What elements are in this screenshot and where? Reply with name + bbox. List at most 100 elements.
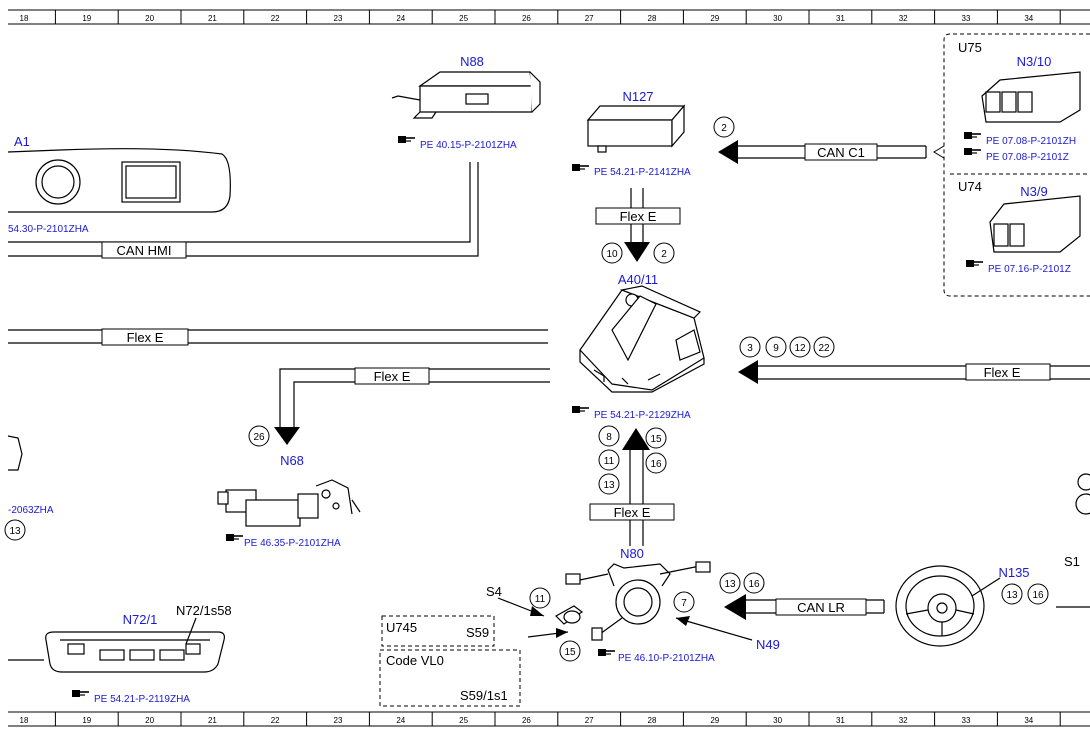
reference-hand-icon (398, 136, 415, 143)
n721-label: N72/1 (123, 612, 158, 627)
callout-number-c13a: 13 (603, 480, 615, 491)
ruler-number: 19 (82, 14, 91, 23)
callout-circle-c8 (598, 425, 620, 447)
a1-label: A1 (14, 134, 30, 149)
arrow-to-a4011-bottom (622, 428, 650, 450)
code-vl0-label: Code VL0 (386, 653, 444, 668)
ruler-number: 23 (334, 716, 343, 725)
ruler-number: 20 (145, 14, 154, 23)
s59-label: S59 (466, 625, 489, 640)
ruler-number: 33 (962, 716, 971, 725)
callout-number-c16a: 16 (650, 459, 662, 470)
flex-e-n80-harness (629, 448, 644, 546)
n127-label: N127 (622, 89, 653, 104)
ruler-number: 23 (334, 14, 343, 23)
ruler-number: 19 (82, 716, 91, 725)
n310-ecu (981, 71, 1081, 123)
s59-arrowhead (556, 628, 568, 638)
n88-ref: PE 40.15-P-2101ZHA (420, 140, 517, 151)
flex-e-n68-harness (279, 368, 550, 427)
reference-hand-icon (572, 164, 589, 171)
arrow-to-a4011-right (738, 360, 758, 384)
can-hmi-label: CAN HMI (117, 243, 172, 258)
ruler-number: 33 (962, 14, 971, 23)
reference-hand-icon (966, 260, 983, 267)
ruler-number: 22 (271, 716, 280, 725)
callout-number-c3: 3 (747, 343, 753, 354)
can-hmi-label-box (101, 241, 187, 259)
u745-label: U745 (386, 620, 417, 635)
callout-number-c22: 22 (818, 343, 830, 354)
group-bracket (933, 145, 945, 159)
flex-e-n127-label: Flex E (620, 209, 657, 224)
can-lr-label-box (775, 598, 867, 616)
ruler-number: 21 (208, 716, 217, 725)
a4011-module (579, 285, 705, 393)
callout-circle-c7 (673, 591, 695, 613)
n39-ecu (989, 195, 1081, 253)
n88-module (391, 71, 541, 119)
n80-label: N80 (620, 546, 644, 561)
can-c1-label: CAN C1 (817, 145, 865, 160)
n135-steering-wheel (895, 565, 985, 647)
u75-u74-group-outline (943, 33, 1090, 297)
ref-icons (72, 132, 983, 697)
n721-sub-label: N72/1s58 (176, 603, 232, 618)
arrow-to-n68 (274, 427, 300, 445)
callout-circle-c3 (739, 336, 761, 358)
callout-circle-c13b (719, 572, 741, 594)
a4011-label: A40/11 (618, 272, 658, 287)
a4011-ref: PE 54.21-P-2129ZHA (594, 410, 691, 421)
callout-circle-c9 (765, 336, 787, 358)
callout-number-c8: 8 (606, 432, 612, 443)
s4-arrowhead (530, 606, 544, 616)
ruler-number: 31 (836, 14, 845, 23)
callout-number-c2a: 2 (721, 123, 727, 134)
callout-circle-c13left (4, 519, 26, 541)
n39-ref: PE 07.16-P-2101Z (988, 264, 1071, 275)
arrow-to-n127 (718, 140, 738, 164)
callout-circle-c2b (653, 242, 675, 264)
ruler-number: 34 (1024, 716, 1033, 725)
callout-circle-c16b (743, 572, 765, 594)
n310-ref-2: PE 07.08-P-2101Z (986, 152, 1069, 163)
callout-circle-c11b (529, 587, 551, 609)
callout-circle-c16c (1027, 583, 1049, 605)
reference-hand-icon (572, 406, 589, 413)
can-lr-label: CAN LR (797, 600, 845, 615)
ruler-number: 18 (20, 14, 29, 23)
callout-circle-c16a (645, 452, 667, 474)
callout-number-c11a: 11 (604, 456, 615, 467)
callout-circle-c15b (559, 640, 581, 662)
ruler-number: 24 (396, 716, 405, 725)
ruler-top (8, 9, 1090, 25)
callout-number-c10: 10 (606, 249, 618, 260)
flex-e-n127-label-box (595, 207, 681, 225)
n310-ref-1: PE 07.08-P-2101ZH (986, 136, 1076, 147)
u74-label: U74 (958, 179, 982, 194)
ruler-number: 18 (20, 716, 29, 725)
callout-number-c9: 9 (773, 343, 779, 354)
n721-panel (45, 631, 225, 673)
can-c1-label-box (804, 143, 878, 161)
n80-switch (555, 561, 711, 641)
callout-number-c15b: 15 (564, 647, 576, 658)
ruler-number: 24 (396, 14, 405, 23)
ruler-number: 25 (459, 14, 468, 23)
ruler-number: 26 (522, 14, 531, 23)
flex-e-right-label: Flex E (984, 365, 1021, 380)
callout-number-c13b: 13 (724, 579, 736, 590)
reference-hand-icon (964, 148, 981, 155)
n49-arrowhead (676, 616, 690, 626)
ruler-number: 25 (459, 716, 468, 725)
n127-ref: PE 54.21-P-2141ZHA (594, 167, 691, 178)
arrow-to-n80 (724, 594, 746, 620)
left-partial-ref: -2063ZHA (8, 505, 54, 516)
flex-e-left-label: Flex E (127, 330, 164, 345)
n68-label: N68 (280, 453, 304, 468)
n127-module (586, 104, 686, 153)
ruler-number: 21 (208, 14, 217, 23)
callout-circle-c15a (645, 427, 667, 449)
callout-number-c11b: 11 (535, 594, 546, 605)
